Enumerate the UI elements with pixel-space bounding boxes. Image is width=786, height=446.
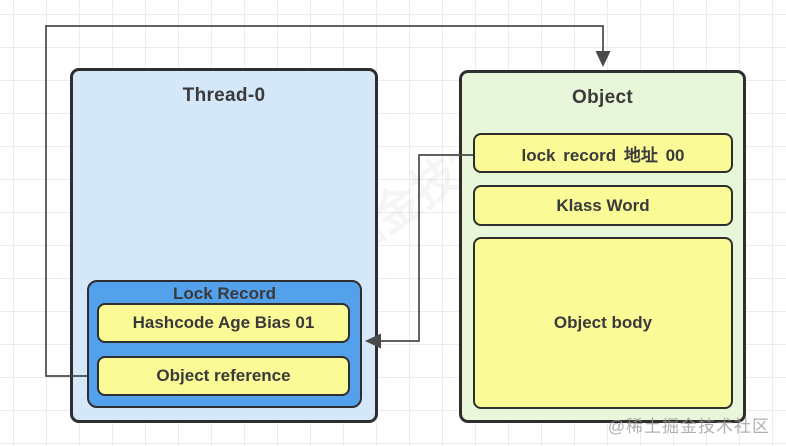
object-row-lock-record-address: lock record 地址 00 — [473, 133, 733, 173]
lock-record-row-mark-word: Hashcode Age Bias 01 — [97, 303, 350, 343]
object-row-object-body: Object body — [473, 237, 733, 409]
arrowhead-down-icon — [595, 51, 611, 67]
lock-record-row-object-reference: Object reference — [97, 356, 350, 396]
object-title: Object — [572, 87, 633, 108]
watermark-bottom-right: @稀土掘金技术社区 — [607, 417, 770, 436]
object-row-klass-word: Klass Word — [473, 185, 733, 226]
lock-record-title: Lock Record — [173, 284, 276, 303]
thread-title: Thread-0 — [182, 85, 266, 106]
